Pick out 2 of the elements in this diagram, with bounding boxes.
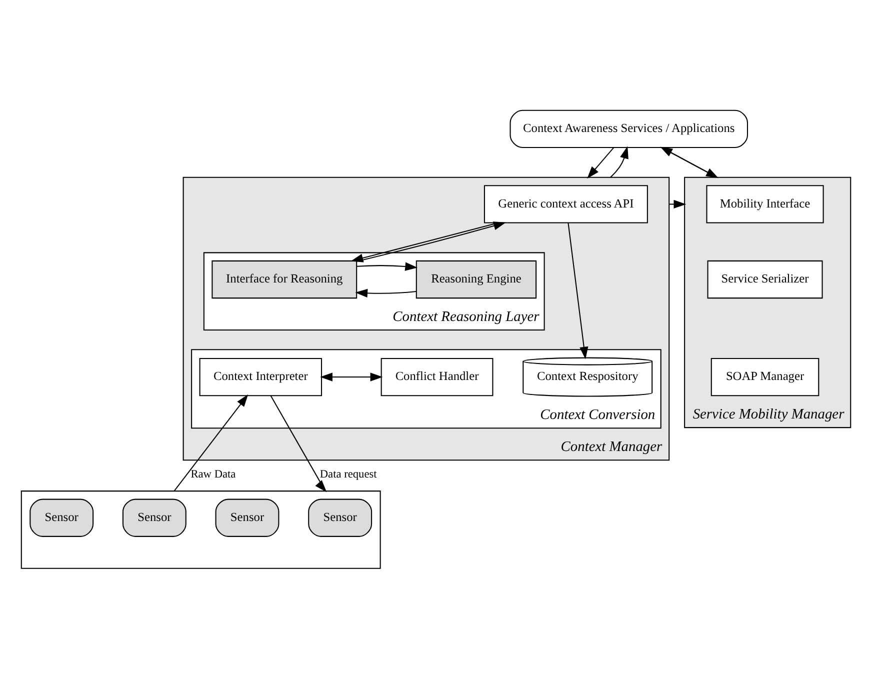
edge-label: Raw Data: [190, 468, 236, 480]
edge-label: Data request: [319, 468, 376, 480]
